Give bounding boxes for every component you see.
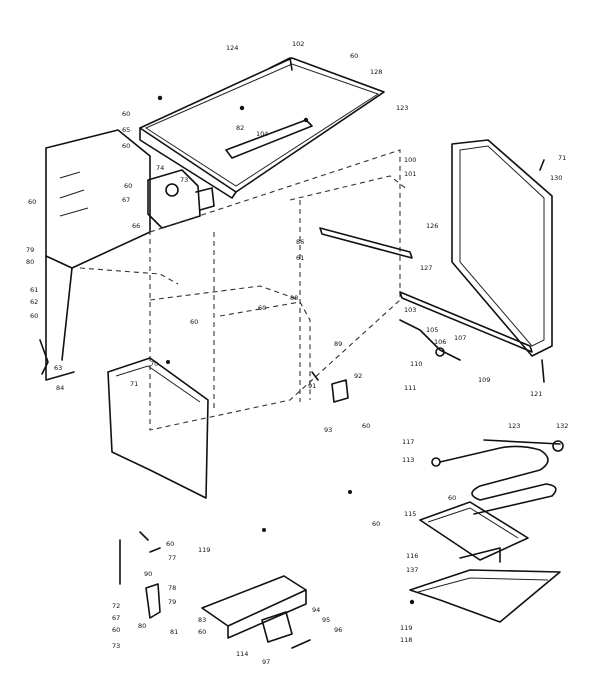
callout-label: 60 [190,318,198,326]
callout-label: 137 [406,566,418,574]
callouts: 124 102 60 128 60 65 60 82 104 123 74 73… [26,40,568,666]
top-cover-panel [139,57,385,199]
callout-label: 126 [426,222,438,230]
callout-label: 73 [180,176,188,184]
callout-label: 124 [226,44,238,52]
callout-label: 60 [448,494,456,502]
callout-label: 60 [198,628,206,636]
door-panel [107,357,209,499]
callout-label: 60 [122,142,130,150]
callout-label: 116 [406,552,418,560]
callout-label: 92 [354,372,362,380]
callout-label: 83 [198,616,206,624]
callout-label: 84 [56,384,64,392]
callout-label: 80 [26,258,34,266]
callout-label: 60 [362,422,370,430]
callout-label: 110 [410,360,422,368]
callout-label: 62 [30,298,38,306]
left-bracket [119,531,161,619]
callout-label: 115 [404,510,416,518]
lower-control-box [201,575,311,649]
callout-label: 107 [454,334,466,342]
drip-tray-lower [409,547,561,623]
callout-label: 61 [296,254,304,262]
callout-label: 88 [290,294,298,302]
callout-label: 119 [198,546,210,554]
callout-label: 123 [508,422,520,430]
callout-label: 81 [170,628,178,636]
callout-label: 127 [420,264,432,272]
callout-label: 74 [156,164,164,172]
callout-label: 90 [144,570,152,578]
left-side-panel [39,129,151,381]
drip-tray-upper [419,501,529,561]
right-side-panel [451,139,553,357]
callout-label: 78 [168,584,176,592]
callout-label: 121 [530,390,542,398]
callout-label: 72 [112,602,120,610]
callout-label: 94 [312,606,320,614]
callout-label: 60 [124,182,132,190]
callout-label: 60 [122,110,130,118]
callout-label: 70 [150,360,158,368]
callout-label: 111 [404,384,416,392]
callout-label: 128 [370,68,382,76]
callout-label: 114 [236,650,248,658]
callout-label: 63 [54,364,62,372]
callout-label: 60 [28,198,36,206]
heating-element [431,439,564,515]
callout-label: 132 [556,422,568,430]
callout-label: 71 [130,380,138,388]
callout-label: 79 [168,598,176,606]
callout-label: 91 [308,382,316,390]
callout-label: 60 [258,304,266,312]
callout-label: 80 [138,622,146,630]
callout-label: 102 [292,40,304,48]
callout-label: 123 [396,104,408,112]
callout-label: 105 [426,326,438,334]
callout-label: 119 [400,624,412,632]
callout-label: 101 [404,170,416,178]
callout-label: 109 [478,376,490,384]
callout-label: 67 [122,196,130,204]
callout-label: 97 [262,658,270,666]
callout-label: 106 [434,338,446,346]
callout-label: 82 [236,124,244,132]
cabinet-body [79,149,409,431]
callout-label: 104 [256,130,268,138]
callout-label: 117 [402,438,414,446]
callout-label: 60 [112,626,120,634]
callout-label: 103 [404,306,416,314]
hardware-fasteners [157,95,415,605]
callout-label: 96 [334,626,342,634]
callout-label: 60 [350,52,358,60]
callout-label: 130 [550,174,562,182]
callout-label: 60 [166,540,174,548]
callout-label: 86 [296,238,304,246]
rear-rail [319,227,545,383]
terminal-block [311,371,349,403]
callout-label: 61 [30,286,38,294]
callout-label: 73 [112,642,120,650]
callout-label: 77 [168,554,176,562]
callout-label: 66 [132,222,140,230]
callout-label: 60 [30,312,38,320]
callout-label: 79 [26,246,34,254]
callout-label: 95 [322,616,330,624]
callout-label: 60 [372,520,380,528]
control-bracket [147,169,215,229]
callout-label: 67 [112,614,120,622]
callout-label: 89 [334,340,342,348]
callout-label: 65 [122,126,130,134]
callout-label: 113 [402,456,414,464]
callout-label: 71 [558,154,566,162]
callout-label: 118 [400,636,412,644]
callout-label: 100 [404,156,416,164]
callout-label: 93 [324,426,332,434]
